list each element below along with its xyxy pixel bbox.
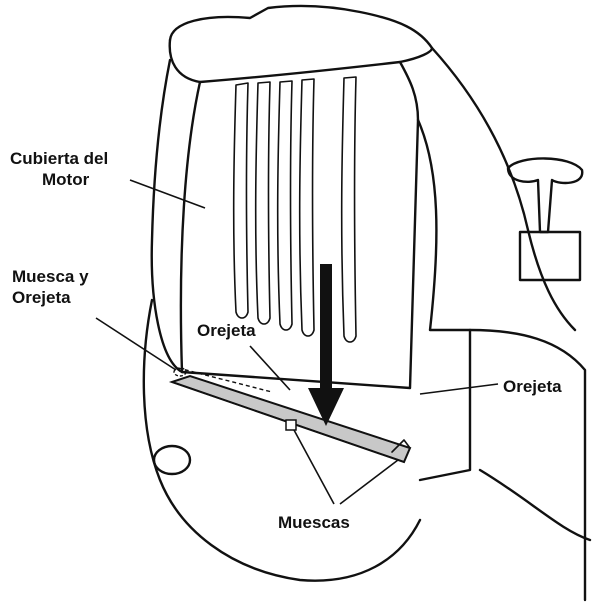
- left-knob: [152, 444, 192, 476]
- label-notch-tab-line2: Orejeta: [12, 288, 71, 307]
- label-notches: Muescas: [278, 513, 350, 532]
- filter-tab: [285, 419, 297, 431]
- motor-cover-outline: [179, 60, 420, 390]
- air-filter-plate: [168, 374, 412, 464]
- label-motor-cover: Cubierta del Motor: [10, 148, 108, 190]
- alignment-dashed-line: [177, 367, 273, 393]
- pointer-notch-right: [339, 459, 399, 505]
- pointer-notch-left: [293, 429, 335, 505]
- pointer-tab-center: [249, 345, 291, 391]
- label-notch-tab-line1: Muesca y: [12, 267, 89, 286]
- filter-notch: [391, 439, 411, 453]
- right-frame: [468, 328, 587, 602]
- lid-outer: [168, 38, 434, 84]
- left-frame: [150, 58, 184, 374]
- arrow-down-icon: [308, 264, 344, 426]
- ghost-tab: [173, 367, 187, 377]
- label-motor-cover-line2: Motor: [42, 170, 90, 189]
- label-notch-and-tab: Muesca y Orejeta: [12, 266, 89, 308]
- lower-housing: [142, 298, 422, 582]
- right-housing: [416, 118, 472, 482]
- choke-lever: [506, 157, 584, 234]
- choke-base: [518, 230, 582, 282]
- cover-ribs: [232, 76, 357, 343]
- top-handle: [168, 4, 577, 332]
- rear-strap: [478, 468, 592, 542]
- label-motor-cover-line1: Cubierta del: [10, 149, 109, 168]
- label-tab-center: Orejeta: [197, 321, 256, 340]
- label-tab-right: Orejeta: [503, 377, 562, 396]
- pointer-motor-cover: [129, 179, 206, 209]
- pointer-notch-tab: [95, 317, 177, 371]
- pointer-tab-right: [419, 383, 499, 395]
